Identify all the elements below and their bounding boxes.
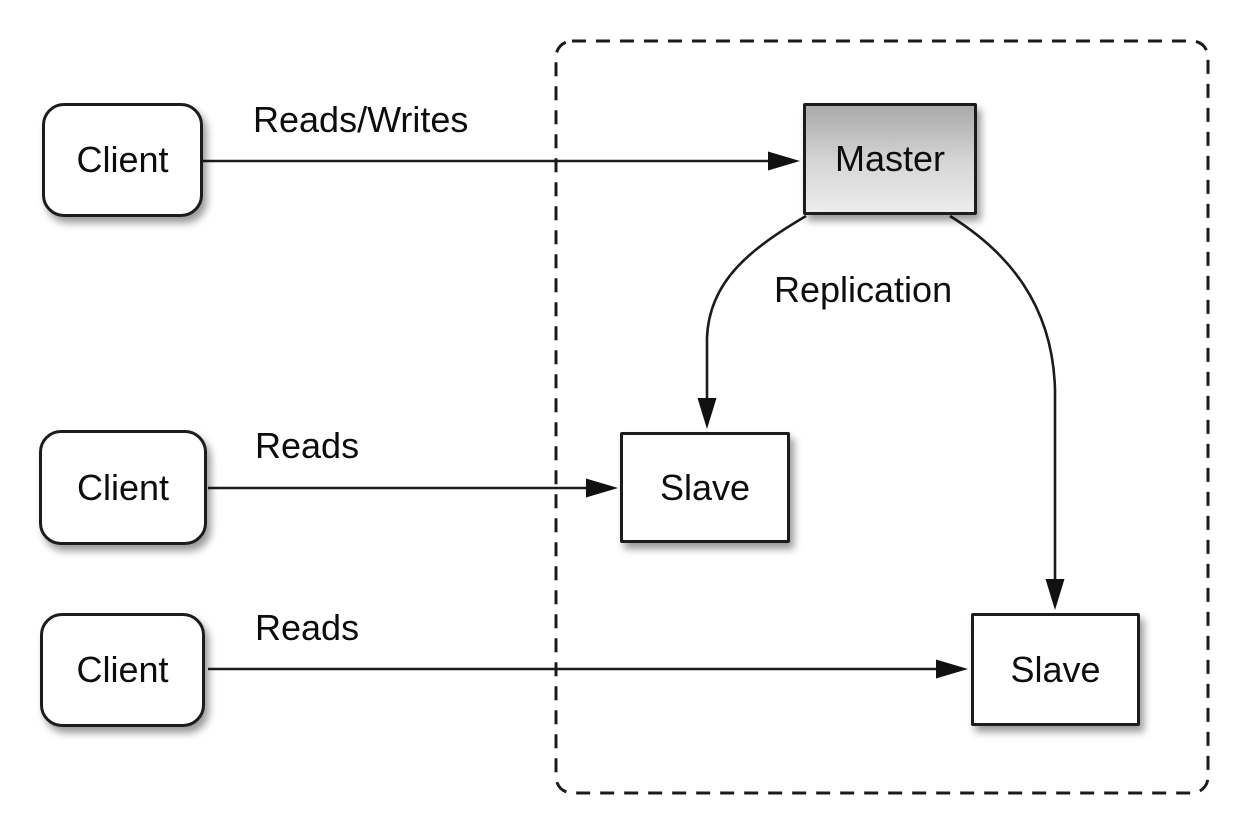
node-slave-right: Slave [971,613,1140,726]
reads-bottom-arrow [208,659,968,679]
reads-writes-arrow [203,151,800,171]
reads-middle-arrow [208,478,618,498]
edge-label-reads-writes: Reads/Writes [253,99,469,140]
arrowhead-down-icon [1045,579,1065,610]
node-master: Master [803,103,977,215]
edge-label-reads-middle: Reads [255,425,360,466]
arrowhead-right-icon [936,659,968,679]
arrowhead-right-icon [586,478,618,498]
edge-label-replication: Replication [774,269,953,310]
node-client-bottom: Client [40,613,205,727]
arrowhead-right-icon [768,151,800,171]
arrowhead-down-icon [697,398,717,429]
node-client-top: Client [42,103,203,217]
edge-label-reads-bottom: Reads [255,607,360,648]
node-client-middle: Client [39,430,207,545]
replication-arrow-left [697,214,807,429]
node-slave-left: Slave [620,432,790,543]
replication-arrow-right [949,214,1065,610]
